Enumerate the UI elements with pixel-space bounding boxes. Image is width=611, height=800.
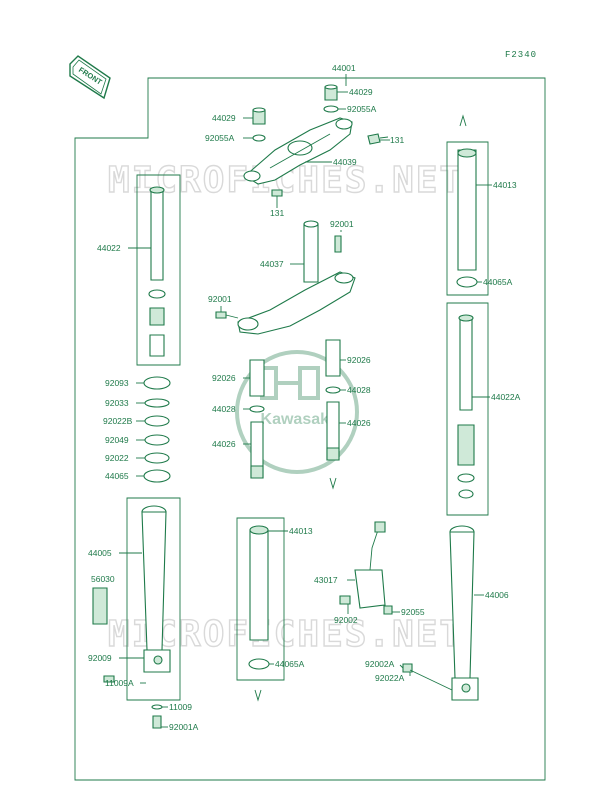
label-44006: 44006 <box>485 590 509 600</box>
label-44022a: 44022A <box>491 392 521 402</box>
leader-lines <box>119 74 492 728</box>
label-11009a: 11009A <box>105 678 134 688</box>
part-43017-sensor <box>339 521 413 673</box>
part-44029-top <box>323 84 339 113</box>
part-44005-left-outer-tube <box>141 505 171 673</box>
label-92002: 92002 <box>334 615 358 625</box>
arrow-center <box>329 477 337 490</box>
part-44013-bottom <box>248 525 270 670</box>
label-92009: 92009 <box>88 653 112 663</box>
box-44022a <box>446 302 489 516</box>
part-44029-left <box>252 107 266 142</box>
label-92055a-top: 92055A <box>347 104 377 114</box>
label-44022: 44022 <box>97 243 121 253</box>
label-92055: 92055 <box>401 607 425 617</box>
part-44026-left <box>249 359 265 479</box>
arrow-bottom-center <box>254 689 262 702</box>
logo-text: Kawasaki <box>261 411 334 428</box>
label-44039: 44039 <box>333 157 357 167</box>
label-92001-right: 92001 <box>330 219 354 229</box>
label-44013-bottom: 44013 <box>289 526 313 536</box>
part-92001-right <box>334 235 342 253</box>
label-92001a: 92001A <box>169 722 199 732</box>
label-92055a-left: 92055A <box>205 133 235 143</box>
label-56030: 56030 <box>91 574 115 584</box>
box-44013-bottom <box>236 517 285 681</box>
diagram-code: F2340 <box>505 50 537 60</box>
part-44037-lower-bracket <box>237 220 356 335</box>
label-44029-top: 44029 <box>349 87 373 97</box>
part-92001-left <box>215 311 239 319</box>
part-labels: 44001 44029 92055A 44029 92055A 131 4403… <box>88 63 521 732</box>
box-44022 <box>136 174 181 366</box>
label-92049: 92049 <box>105 435 129 445</box>
part-11009-hardware <box>103 675 163 729</box>
part-44026-right <box>325 339 341 461</box>
label-92001-left: 92001 <box>208 294 232 304</box>
label-131-right: 131 <box>390 135 404 145</box>
label-131-lower: 131 <box>270 208 284 218</box>
part-131-right <box>367 133 389 145</box>
box-44005 <box>126 497 181 701</box>
front-arrow-icon: FRONT <box>69 55 111 100</box>
label-11009: 11009 <box>169 702 192 712</box>
kawasaki-logo: Kawasaki <box>235 350 359 474</box>
label-44065a-right: 44065A <box>483 277 513 287</box>
label-44026-left: 44026 <box>212 439 236 449</box>
part-stack-left <box>143 376 171 483</box>
label-44001: 44001 <box>332 63 356 73</box>
label-44013-right: 44013 <box>493 180 517 190</box>
label-92022: 92022 <box>105 453 129 463</box>
label-92093: 92093 <box>105 378 129 388</box>
part-44013-right <box>456 148 478 288</box>
label-92002a: 92002A <box>365 659 395 669</box>
watermark-bottom: MICROFICHES.NET <box>108 614 463 655</box>
part-44006-right-outer-tube <box>409 525 479 701</box>
label-44028-right: 44028 <box>347 385 371 395</box>
label-43017: 43017 <box>314 575 338 585</box>
part-44022a-right <box>457 314 475 499</box>
label-92022a: 92022A <box>375 673 405 683</box>
part-56030-label <box>92 587 108 625</box>
label-44029-left: 44029 <box>212 113 236 123</box>
label-44065: 44065 <box>105 471 129 481</box>
label-92026-right: 92026 <box>347 355 371 365</box>
part-131-lower <box>271 189 283 204</box>
label-92026-left: 92026 <box>212 373 236 383</box>
part-44022-left <box>148 186 166 357</box>
label-44037: 44037 <box>260 259 284 269</box>
part-44039-upper-bracket <box>243 117 353 185</box>
label-44026-right: 44026 <box>347 418 371 428</box>
label-44028-left: 44028 <box>212 404 236 414</box>
main-outline <box>74 77 546 781</box>
label-44065a-bottom: 44065A <box>275 659 305 669</box>
arrow-top-right <box>459 114 467 127</box>
label-92022b: 92022B <box>103 416 133 426</box>
label-92033: 92033 <box>105 398 129 408</box>
box-44013-right <box>446 141 489 296</box>
label-44005: 44005 <box>88 548 112 558</box>
